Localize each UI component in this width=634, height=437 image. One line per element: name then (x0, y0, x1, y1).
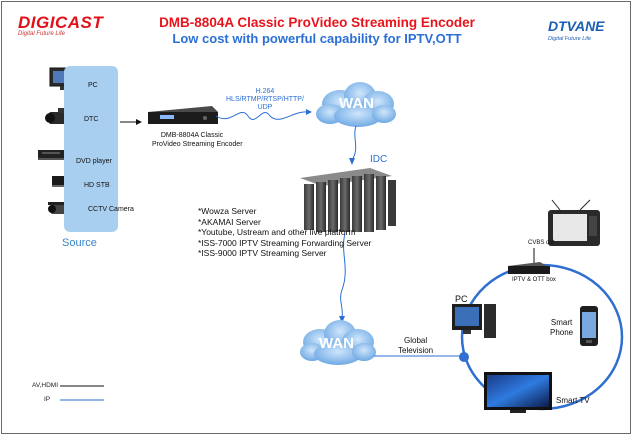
server-list-item: *ISS-7000 IPTV Streaming Forwarding Serv… (198, 237, 372, 248)
protocol-line: UDP (257, 104, 273, 111)
server-list-item: *ISS-9000 IPTV Streaming Server (198, 248, 327, 258)
smart-phone-label-line: Smart (550, 318, 573, 327)
source-label-dtc: DTC (84, 116, 99, 123)
encoder-device-icon (148, 106, 218, 124)
ip-connector (340, 233, 346, 319)
ott-box-icon (508, 262, 550, 274)
server-list-item: *Wowza Server (198, 206, 257, 216)
ip-connector (215, 111, 309, 120)
wan-label-bottom: WAN (319, 335, 354, 352)
ip-connector (351, 125, 357, 161)
digicast-logo: DIGICAST Digital Future Life (18, 13, 103, 37)
source-label-cctv: CCTV Camera (88, 206, 134, 213)
brand-tagline: Digital Future Life (548, 36, 592, 42)
brand-name: DTVANE (548, 18, 605, 34)
global-tv-label-line: Global (404, 336, 428, 345)
legend-ip-label: IP (44, 396, 51, 403)
smartphone-icon (580, 306, 598, 346)
protocol-line: H.264 (255, 88, 275, 95)
pc-client-label: PC (455, 294, 468, 304)
wan-cloud-icon (300, 320, 376, 365)
smart-phone-label-line: Phone (550, 328, 574, 337)
source-label-pc: PC (88, 82, 98, 89)
source-panel-label: Source (62, 237, 97, 249)
smart-tv-label: Smart TV (556, 396, 590, 405)
arrow-head-icon (136, 119, 142, 125)
diagram-subtitle: Low cost with powerful capability for IP… (172, 31, 462, 46)
smart-tv-icon (484, 372, 552, 413)
dtvane-logo: DTVANE Digital Future Life (548, 18, 605, 42)
pc-icon (452, 304, 496, 338)
legend-av-hdmi-label: AV,HDMI (32, 382, 59, 389)
arrow-head-icon (339, 316, 345, 323)
encoder-label-line: ProVideo Streaming Encoder (152, 141, 243, 148)
server-racks-icon (300, 168, 396, 232)
source-panel (64, 66, 118, 232)
global-tv-label: Global Television (398, 336, 433, 356)
dvd-player-icon (38, 150, 78, 160)
protocol-line: HLS/RTMP/RTSP/HTTP/ (226, 96, 304, 103)
server-list-item: *Youtube, Ustream and other live platfor… (198, 227, 356, 237)
wan-label-top: WAN (339, 95, 374, 112)
encoder-label: DMB-8804A Classic ProVideo Streaming Enc… (152, 131, 243, 149)
server-list: *Wowza Server *AKAMAI Server *Youtube, U… (198, 206, 371, 259)
ring-node (459, 352, 469, 362)
arrow-head-icon (306, 109, 312, 115)
brand-name: DIGICAST (18, 13, 104, 32)
encoder-label-line: DMB-8804A Classic (160, 132, 224, 139)
arrow-head-icon (349, 158, 355, 165)
cvbs-out-label: CVBS out (528, 240, 555, 246)
protocol-label: H.264 HLS/RTMP/RTSP/HTTP/ UDP (226, 88, 304, 112)
source-label-stb: HD STB (84, 182, 110, 189)
server-list-item: *AKAMAI Server (198, 216, 261, 227)
smart-phone-label: Smart Phone (550, 318, 573, 338)
idc-label: IDC (370, 154, 388, 165)
wan-cloud-icon (316, 82, 396, 127)
crt-tv-icon (548, 199, 600, 246)
source-label-dvd: DVD player (76, 158, 112, 165)
global-tv-label-line: Television (398, 346, 434, 355)
brand-tagline: Digital Future Life (18, 31, 66, 37)
ott-box-label: IPTV & OTT box (512, 277, 556, 283)
diagram-title: DMB-8804A Classic ProVideo Streaming Enc… (159, 15, 475, 30)
